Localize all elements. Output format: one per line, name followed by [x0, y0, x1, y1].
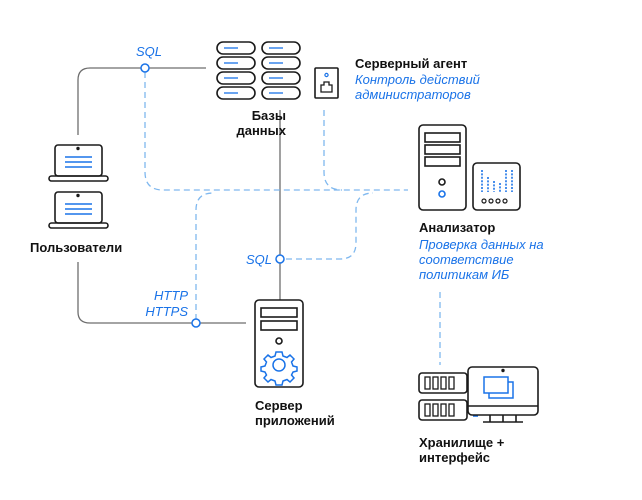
app-server-title-line2: приложений [255, 413, 335, 428]
http-to-analyzer-dashed [195, 192, 214, 320]
storage-title-line2: интерфейс [419, 450, 491, 465]
analyzer-desc-line3: политикам ИБ [419, 267, 510, 282]
laptop-icon [48, 191, 109, 229]
agent-desc-line1: Контроль действий [355, 72, 480, 87]
http-label: HTTP [154, 288, 188, 303]
app-server-title-line1: Сервер [255, 398, 303, 413]
laptop-icon [48, 144, 109, 182]
gear-icon [260, 351, 298, 386]
agent-desc-line2: администраторов [355, 87, 471, 102]
databases-title-line2: данных [236, 123, 286, 138]
dashed-connections [144, 72, 441, 365]
databases-title-line1: Базы [251, 108, 286, 123]
analyzer-server-icon [418, 124, 521, 211]
https-label: HTTPS [145, 304, 188, 319]
databases-title: Базы данных [226, 108, 286, 138]
http-junction [191, 318, 201, 328]
sql-mid-to-analyzer-dashed [286, 192, 374, 260]
analyzer-desc-line1: Проверка данных на [419, 237, 544, 252]
agent-title: Серверный агент [355, 56, 468, 71]
users-to-db-line [77, 67, 206, 135]
analyzer-desc-line2: соответствие [419, 252, 514, 267]
agent-to-analyzer-dashed [323, 110, 343, 191]
solid-connections [77, 67, 281, 324]
users-to-appserver-line [77, 262, 246, 324]
agent-module-icon [314, 67, 339, 99]
storage-monitor-icon [418, 366, 539, 423]
sql-middle-label: SQL [246, 252, 273, 267]
analyzer-title: Анализатор [419, 220, 496, 235]
database-server-icon [216, 41, 301, 100]
sql-top-label: SQL [136, 44, 163, 59]
app-server-gear-icon [254, 299, 304, 388]
junctions [140, 63, 285, 328]
sql-top-to-analyzer-dashed [144, 72, 408, 191]
users-title: Пользователи [30, 240, 123, 255]
sql-top-junction [140, 63, 150, 73]
storage-title-line1: Хранилище + [419, 435, 505, 450]
sql-mid-junction [275, 254, 285, 264]
